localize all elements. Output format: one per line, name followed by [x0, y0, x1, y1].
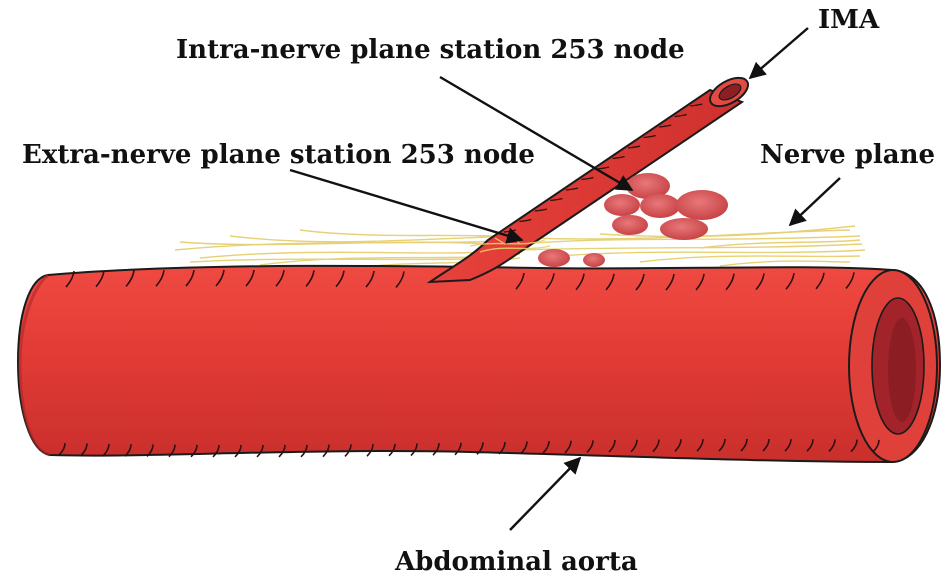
aorta-texture-tick	[168, 444, 176, 458]
aorta-texture-tick	[344, 444, 352, 458]
aorta-texture-tick	[155, 270, 165, 287]
aorta-texture-tick	[635, 273, 645, 291]
ima-texture-tick	[659, 124, 672, 128]
aorta-texture-tick	[476, 442, 484, 455]
aorta-texture-tick	[586, 440, 594, 453]
aorta-texture-tick	[515, 272, 525, 290]
abdominal-aorta	[16, 264, 942, 464]
aorta-texture-tick	[215, 269, 225, 287]
aorta-texture-tick	[695, 273, 705, 291]
aorta-texture-tick	[542, 441, 550, 454]
aorta-texture-tick	[608, 440, 616, 453]
aorta-texture-tick	[520, 441, 528, 455]
ima-texture-tick	[674, 113, 687, 118]
aorta-texture-tick	[828, 439, 836, 452]
aorta-texture-tick	[245, 269, 255, 287]
aorta-texture-tick	[575, 273, 585, 291]
ima-texture-tick	[690, 103, 703, 107]
aorta-texture-tick	[755, 273, 765, 291]
aorta-texture-tick	[65, 270, 75, 288]
aorta-texture-tick	[322, 444, 330, 458]
aorta-texture-tick	[432, 443, 440, 456]
aorta-texture-tick	[815, 272, 825, 290]
aorta-texture-tick	[845, 272, 855, 289]
aorta-texture-tick	[652, 439, 660, 453]
aorta-texture-tick	[665, 273, 675, 291]
aorta-texture-tick	[410, 443, 418, 457]
ima-arrow	[748, 27, 809, 80]
aorta-texture-tick	[725, 273, 735, 291]
label-extra-nerve-plane-node: Extra-nerve plane station 253 node	[22, 140, 535, 170]
aorta-texture-tick	[234, 444, 242, 458]
aorta-texture-tick	[365, 270, 375, 288]
aorta-texture-tick	[366, 444, 374, 457]
label-intra-nerve-plane-node: Intra-nerve plane station 253 node	[176, 35, 685, 65]
aorta-texture-tick	[696, 439, 704, 452]
aorta-texture-tick	[762, 438, 770, 452]
aorta-texture-tick	[256, 444, 264, 458]
aorta-texture-tick	[275, 270, 285, 287]
ima-texture-tick	[581, 176, 594, 181]
aorta-texture-tick	[185, 269, 195, 287]
aorta-texture-tick	[850, 439, 858, 453]
annotation-arrows	[289, 27, 841, 531]
aorta-texture-tick	[718, 439, 726, 452]
aorta-texture-tick	[388, 443, 396, 457]
ima-texture-tick	[550, 197, 563, 202]
aorta-texture-tick	[674, 439, 682, 452]
label-ima: IMA	[818, 5, 880, 35]
aorta-texture-tick	[102, 443, 110, 457]
nerve-plane-fibers	[174, 225, 866, 271]
extra-node-arrow	[289, 168, 524, 244]
aorta-texture-tick	[124, 444, 132, 457]
label-nerve-plane: Nerve plane	[760, 140, 935, 170]
ima-texture-tick	[628, 145, 641, 149]
ima-texture-tick	[596, 166, 610, 170]
ima-texture-tick	[519, 218, 532, 223]
aorta-texture-tick	[95, 270, 105, 288]
aorta-texture-tick	[395, 271, 405, 288]
aorta-texture-tick	[212, 444, 220, 458]
ima-texture-tick	[534, 208, 548, 212]
nerve-plane-arrow	[788, 177, 841, 227]
aorta-texture-tick	[806, 439, 814, 452]
aorta-texture-tick	[80, 443, 88, 457]
intra-node-arrow	[439, 75, 634, 192]
ima-texture-tick	[612, 155, 625, 160]
ima-branch	[426, 76, 749, 284]
label-abdominal-aorta: Abdominal aorta	[394, 547, 638, 577]
extra-nerve-plane-nodes	[538, 249, 605, 267]
aorta-texture-tick	[146, 444, 154, 458]
aorta-texture-tick	[740, 438, 748, 452]
ima-texture-tick	[643, 134, 656, 139]
aorta-texture-tick	[454, 442, 462, 456]
aorta-texture-tick	[545, 273, 555, 290]
aorta-texture-tick	[278, 444, 286, 458]
aorta-texture-tick	[605, 273, 615, 291]
ima-texture-tick	[565, 187, 579, 191]
aorta-texture-tick	[58, 443, 66, 456]
aorta-texture-tick	[335, 270, 345, 288]
aorta-texture-tick	[872, 439, 880, 453]
intra-nerve-plane-nodes	[604, 173, 728, 240]
aorta-texture-tick	[125, 270, 135, 287]
aorta-texture-tick	[630, 439, 638, 453]
aorta-arrow	[509, 456, 582, 531]
aorta-texture-tick	[784, 439, 792, 452]
aorta-texture-tick	[305, 270, 315, 287]
aorta-texture-tick	[498, 441, 506, 455]
aorta-texture-tick	[190, 444, 198, 458]
aorta-texture-tick	[785, 273, 795, 290]
aorta-texture-tick	[564, 440, 572, 454]
aorta-texture-tick	[300, 444, 308, 458]
